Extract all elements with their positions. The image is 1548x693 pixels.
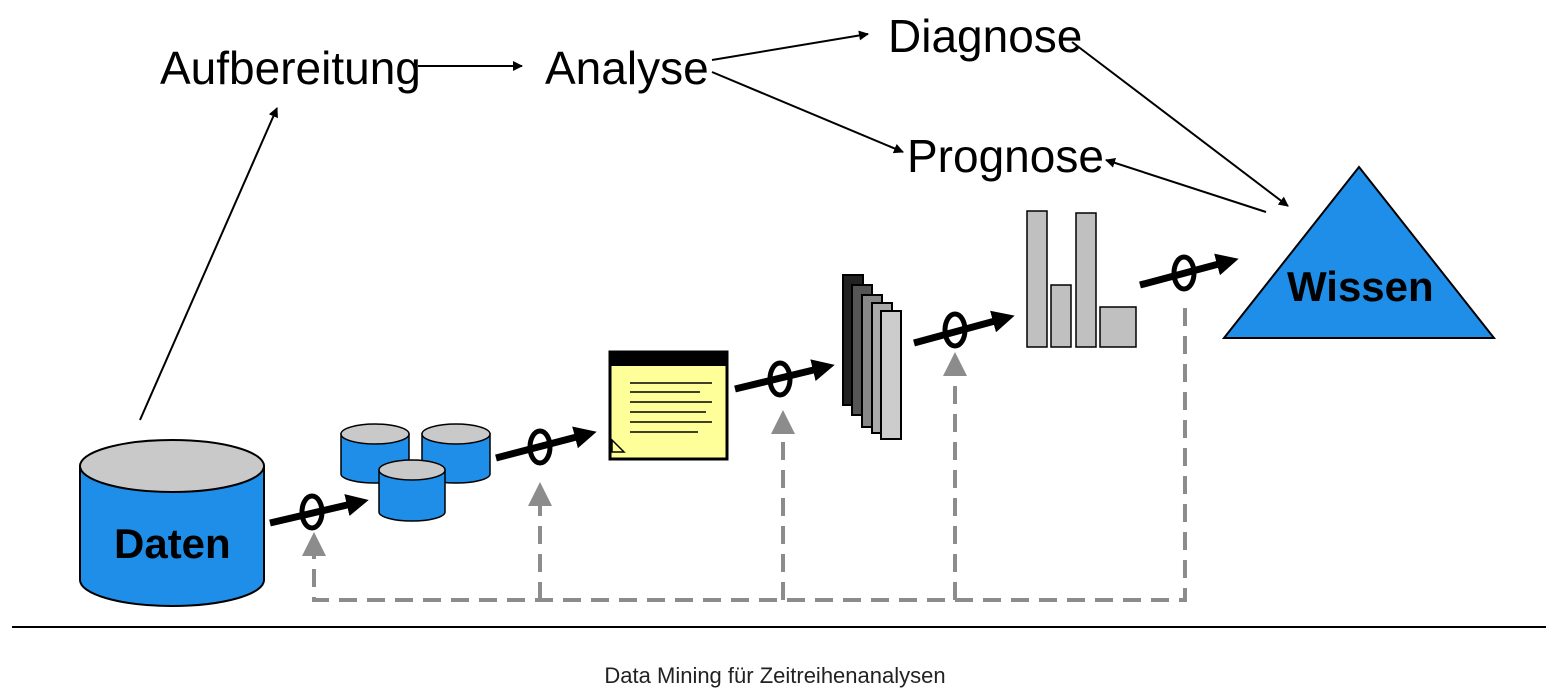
arrow-analyse-to-diagnose <box>711 30 869 61</box>
arrow-wissen-to-prognose <box>1105 158 1267 213</box>
feedback-loop <box>312 308 1187 602</box>
preprocessed-document-icon <box>608 350 729 461</box>
patterns-bars-icon <box>1026 210 1137 348</box>
node-wissen-label: Wissen <box>1287 263 1434 310</box>
process-arrow-4 <box>913 310 1015 349</box>
step-aufbereitung: Aufbereitung <box>160 42 421 94</box>
transformed-data-stack-icon <box>842 274 902 440</box>
arrow-analyse-to-prognose <box>711 71 904 154</box>
process-arrow-1 <box>269 493 369 531</box>
step-prognose: Prognose <box>907 130 1104 182</box>
step-diagnose: Diagnose <box>888 10 1082 62</box>
diagram-caption: Data Mining für Zeitreihenanalysen <box>604 663 945 688</box>
node-daten-label: Daten <box>114 520 231 567</box>
process-arrow-3 <box>734 359 835 398</box>
arrow-diagnose-to-wissen <box>1071 41 1289 207</box>
process-arrow-5 <box>1139 253 1239 292</box>
selected-databases-icon <box>340 423 491 522</box>
daten-database-icon <box>79 439 265 607</box>
process-arrow-2 <box>495 426 597 466</box>
step-analyse: Analyse <box>545 42 709 94</box>
wissen-triangle-icon <box>1221 165 1497 339</box>
arrow-daten-to-aufbereitung <box>139 107 278 421</box>
feedback-arrowheads <box>302 352 967 556</box>
